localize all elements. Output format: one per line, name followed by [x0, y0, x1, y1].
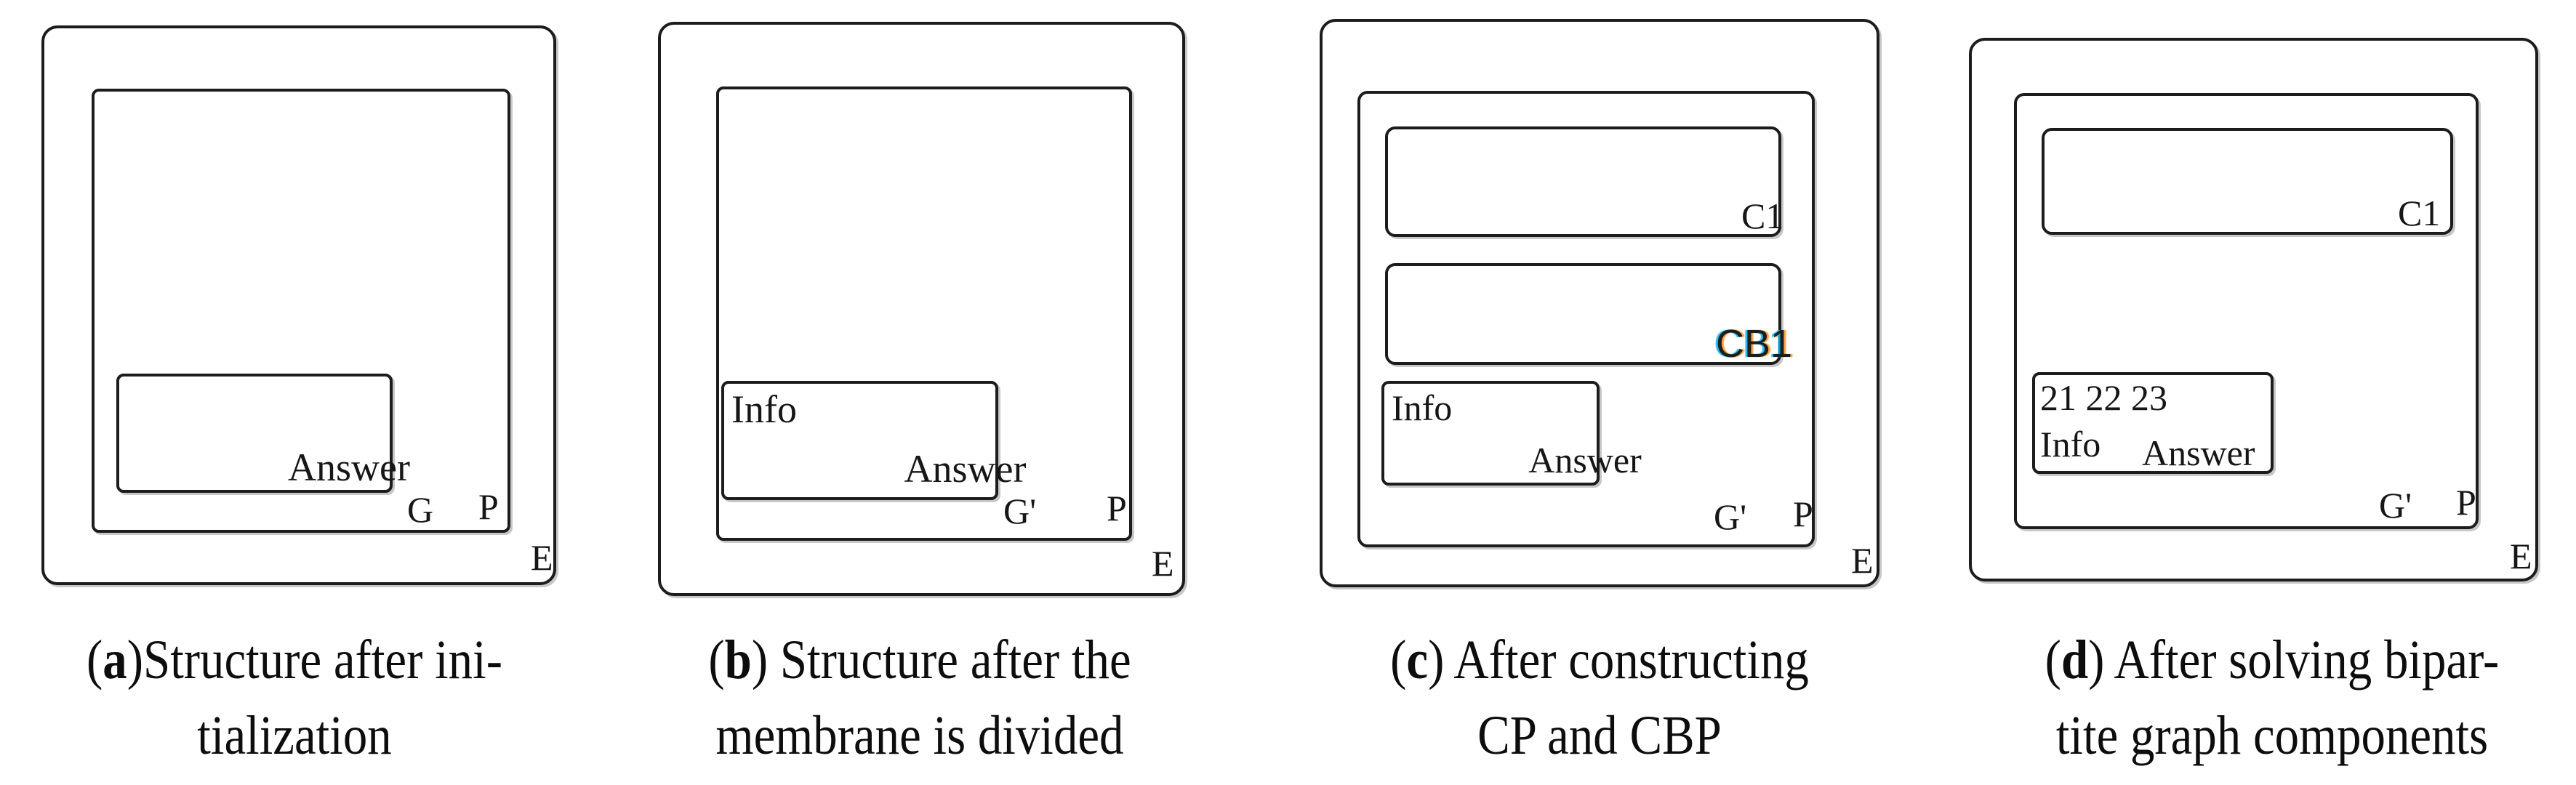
membrane-label-e: E: [1851, 540, 1874, 581]
caption-b-line1: (b) Structure after the: [673, 622, 1166, 698]
caption-d-line1: (d) After solving bipar-: [2016, 622, 2528, 698]
caption-a-text: Structure after ini-: [143, 629, 502, 691]
caption-b-text: Structure after the: [779, 629, 1131, 691]
membrane-label-p: P: [1107, 488, 1127, 528]
membrane-label-e: E: [2510, 536, 2532, 576]
membrane-cell-g-prime: [1381, 381, 1600, 486]
caption-b-close: ): [751, 629, 780, 691]
membrane-cell-g: [116, 374, 393, 493]
membrane-cell-g-prime: [2032, 372, 2274, 474]
object-info: Info: [1392, 387, 1453, 428]
caption-d-text: After solving bipar-: [2114, 629, 2500, 691]
compartment-label-c1: C1: [1741, 196, 1784, 236]
caption-b-letter: b: [724, 629, 752, 691]
object-info: Info: [2040, 424, 2101, 464]
caption-c-text: After constructing: [1453, 629, 1809, 691]
caption-a: (a)Structure after ini- tialization: [7, 622, 582, 773]
caption-b-open: (: [708, 629, 725, 691]
caption-a-line2: tialization: [197, 705, 392, 766]
caption-d-open: (: [2045, 629, 2061, 691]
caption-d-letter: d: [2061, 629, 2089, 691]
membrane-label-g-prime: G': [1714, 496, 1747, 537]
membrane-label-g-prime: G': [1003, 491, 1037, 531]
caption-c-close: ): [1428, 629, 1454, 691]
membrane-label-e: E: [1152, 543, 1174, 584]
object-info: Info: [731, 387, 797, 431]
membrane-label-p: P: [478, 486, 499, 527]
caption-b-line2: membrane is divided: [715, 705, 1124, 766]
caption-d-line2: tite graph components: [2055, 705, 2489, 766]
caption-a-line1: (a)Structure after ini-: [41, 622, 547, 698]
caption-c-line1: (c) After constructing: [1350, 622, 1849, 698]
object-numbers: 21 22 23: [2040, 377, 2167, 418]
caption-c: (c) After constructing CP and CBP: [1316, 622, 1883, 773]
caption-c-letter: c: [1406, 629, 1429, 691]
membrane-label-e: E: [531, 537, 553, 578]
membrane-label-g-prime: G': [2379, 485, 2412, 526]
caption-c-open: (: [1390, 629, 1407, 691]
membrane-cell-g-prime: [721, 381, 998, 500]
object-answer: Answer: [904, 447, 1027, 491]
compartment-cb1: [1385, 263, 1781, 365]
caption-d-close: ): [2088, 629, 2114, 691]
compartment-c1: [2042, 128, 2453, 235]
membrane-label-g: G: [407, 489, 434, 530]
compartment-c1: [1385, 126, 1781, 237]
membrane-label-p: P: [1793, 494, 1813, 534]
caption-d: (d) After solving bipar- tite graph comp…: [1981, 622, 2563, 773]
membrane-label-p: P: [2456, 482, 2476, 523]
object-answer: Answer: [288, 446, 410, 489]
object-answer: Answer: [2142, 432, 2255, 473]
compartment-label-cb1: CB1: [1716, 322, 1793, 366]
caption-a-close: ): [127, 629, 144, 691]
caption-a-letter: a: [103, 629, 127, 691]
caption-b: (b) Structure after the membrane is divi…: [640, 622, 1200, 773]
caption-c-line2: CP and CBP: [1477, 705, 1722, 766]
caption-a-open: (: [87, 629, 103, 691]
object-answer: Answer: [1528, 440, 1642, 480]
compartment-label-c1: C1: [2398, 193, 2441, 233]
